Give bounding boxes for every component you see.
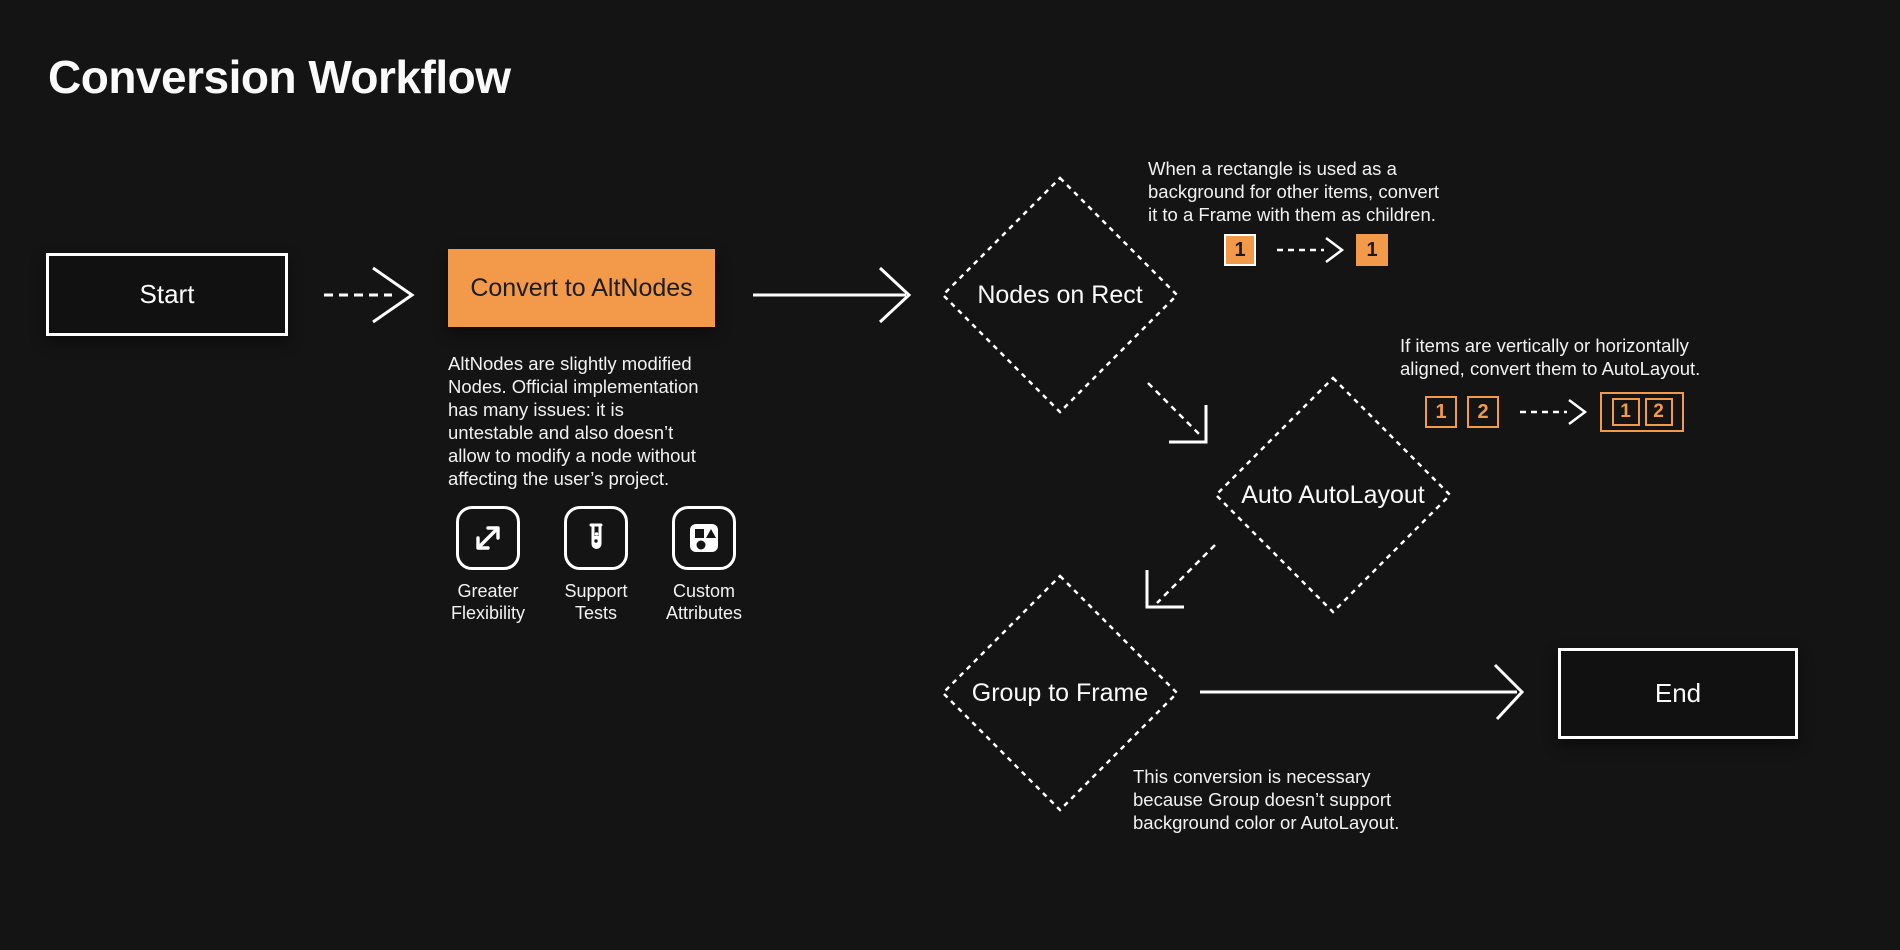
start-node-label: Start bbox=[139, 279, 195, 309]
mini-frame-box-label: 1 bbox=[1366, 238, 1378, 261]
dashed-arrow-rect-to-frame bbox=[1277, 237, 1345, 263]
auto-autolayout-label: Auto AutoLayout bbox=[1241, 480, 1425, 509]
feature-label: Custom Attributes bbox=[665, 581, 743, 623]
autolayout-note: If items are vertically or horizontally … bbox=[1400, 335, 1701, 379]
feature-custom-attributes: Custom Attributes bbox=[659, 506, 749, 624]
nodes-on-rect-note: When a rectangle is used as a background… bbox=[1148, 158, 1440, 225]
nodes-on-rect-label: Nodes on Rect bbox=[977, 280, 1143, 309]
mini-item2-label: 2 bbox=[1477, 400, 1489, 423]
mini-result-item2-box: 2 bbox=[1644, 398, 1673, 426]
group-to-frame-note: This conversion is necessary because Gro… bbox=[1133, 766, 1400, 833]
convert-to-altnodes-node: Convert to AltNodes bbox=[448, 249, 715, 327]
mini-result-item1-label: 1 bbox=[1620, 401, 1631, 422]
altnodes-description: AltNodes are slightly modified Nodes. Of… bbox=[448, 353, 699, 489]
start-node: Start bbox=[46, 253, 288, 336]
mini-rect-box: 1 bbox=[1224, 234, 1256, 266]
feature-list: Greater Flexibility Support Tests Custom… bbox=[443, 506, 749, 624]
diamond-shape bbox=[1214, 376, 1452, 614]
convert-to-altnodes-label: Convert to AltNodes bbox=[470, 273, 693, 302]
dashed-arrow-autolayout-to-group bbox=[1145, 544, 1216, 609]
mini-item1-box: 1 bbox=[1425, 396, 1457, 428]
shapes-icon bbox=[672, 506, 736, 570]
mini-item2-box: 2 bbox=[1467, 396, 1499, 428]
page-title: Conversion Workflow bbox=[48, 51, 511, 103]
dashed-arrow-nodes-to-autolayout bbox=[1147, 382, 1208, 444]
test-tube-icon bbox=[564, 506, 628, 570]
nodes-on-rect-node: Nodes on Rect bbox=[940, 175, 1180, 415]
end-node: End bbox=[1558, 648, 1798, 739]
mini-result-item2-label: 2 bbox=[1653, 401, 1664, 422]
end-node-label: End bbox=[1654, 678, 1702, 708]
mini-rect-box-label: 1 bbox=[1234, 238, 1246, 261]
feature-support-tests: Support Tests bbox=[551, 506, 641, 624]
expand-arrows-icon bbox=[456, 506, 520, 570]
feature-greater-flexibility: Greater Flexibility bbox=[443, 506, 533, 624]
arrow-group-to-end bbox=[1200, 663, 1525, 721]
mini-result-item1-box: 1 bbox=[1611, 398, 1640, 426]
mini-autolayout-group: 1 2 bbox=[1600, 392, 1684, 432]
arrow-convert-to-nodes-on-rect bbox=[753, 266, 912, 324]
group-to-frame-node: Group to Frame bbox=[940, 573, 1180, 813]
dashed-arrow-start-to-convert bbox=[324, 266, 415, 324]
mini-frame-box: 1 bbox=[1356, 234, 1388, 266]
diamond-shape bbox=[941, 176, 1179, 414]
diamond-shape bbox=[941, 574, 1179, 812]
group-to-frame-label: Group to Frame bbox=[971, 678, 1149, 707]
feature-label: Support Tests bbox=[564, 581, 628, 623]
feature-label: Greater Flexibility bbox=[450, 581, 525, 623]
dashed-arrow-items-to-autolayout bbox=[1520, 399, 1588, 425]
auto-autolayout-node: Auto AutoLayout bbox=[1213, 375, 1453, 615]
mini-item1-label: 1 bbox=[1435, 400, 1447, 423]
